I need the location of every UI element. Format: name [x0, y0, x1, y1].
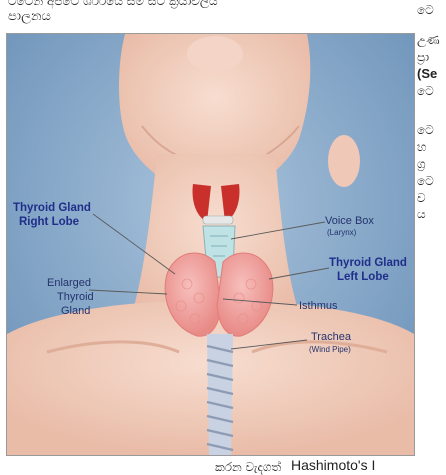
ear: [328, 135, 360, 187]
top-text-line-2: පාලනය: [8, 9, 51, 25]
side-text-fragment: (Se: [417, 66, 437, 81]
label-enlarged-thyroid: Thyroid: [57, 291, 94, 303]
side-text-fragment: ටෙ: [417, 123, 434, 138]
label-isthmus: Isthmus: [299, 300, 338, 312]
bottom-text-right: Hashimoto's I: [291, 457, 375, 475]
top-text-line-1: ටිටෙන් අපටෙ ශරීරයෙ සම සිට ක්‍රියාවලිය: [8, 0, 218, 9]
side-text-fragment: ප්‍රා: [417, 50, 429, 65]
chin: [187, 36, 243, 72]
label-voice-box: Voice Box: [325, 215, 374, 227]
side-text-fragment: ටෙ: [417, 3, 434, 18]
thyroid-anatomy-figure: Thyroid Gland Right Lobe Enlarged Thyroi…: [6, 33, 415, 456]
side-text-fragment: හ: [417, 140, 426, 155]
side-text-fragment: ටෙ: [417, 174, 434, 189]
label-enlarged-thyroid: Enlarged: [47, 277, 91, 289]
side-text-fragment: උණ: [417, 33, 440, 48]
label-larynx: (Larynx): [327, 228, 357, 237]
label-wind-pipe: (Wind Pipe): [309, 345, 351, 354]
side-text-fragment: ව: [417, 191, 426, 206]
side-text-fragment: ය: [417, 207, 426, 222]
side-text-fragment: ග්‍ර: [417, 157, 426, 172]
label-enlarged-thyroid: Gland: [61, 305, 90, 317]
label-thyroid-right-lobe: Thyroid Gland: [13, 202, 91, 214]
label-thyroid-left-lobe: Thyroid Gland: [329, 257, 407, 269]
bottom-text-left: කරන වැදගත්: [215, 460, 281, 475]
side-text-fragment: ටෙ: [417, 84, 434, 99]
label-trachea: Trachea: [311, 331, 352, 343]
hyoid-bone: [203, 216, 233, 224]
label-thyroid-left-lobe: Left Lobe: [337, 271, 389, 283]
label-thyroid-right-lobe: Right Lobe: [19, 216, 79, 228]
